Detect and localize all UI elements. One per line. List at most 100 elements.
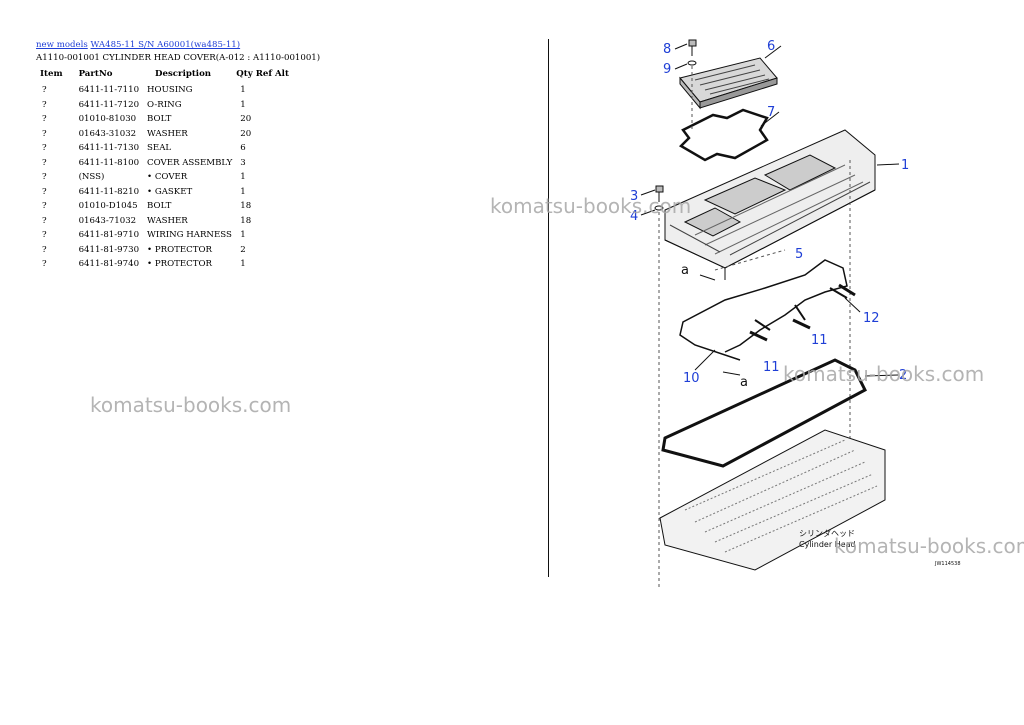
caption-english: Cylinder Head: [799, 540, 856, 549]
o-ring-drawing: [661, 358, 867, 468]
row-qty: 1: [240, 259, 246, 270]
row-description: WASHER: [147, 128, 188, 139]
row-item: ?: [42, 244, 47, 255]
callout-11b: 11: [763, 360, 780, 375]
row-qty: 1: [240, 172, 246, 183]
row-item: ?: [42, 157, 47, 168]
row-partno: (NSS): [78, 172, 105, 183]
row-partno: 01010-D1045: [78, 201, 138, 212]
row-qty: 3: [240, 157, 246, 168]
callout-12: 12: [863, 311, 880, 326]
row-item: ?: [42, 172, 47, 183]
housing-drawing: [664, 129, 876, 280]
watermark-left: komatsu-books.com: [90, 393, 292, 417]
row-qty: 1: [240, 85, 246, 96]
row-item: ?: [42, 230, 47, 241]
row-item: ?: [42, 143, 47, 154]
row-partno: 6411-11-7120: [78, 99, 140, 110]
row-qty: 18: [240, 201, 252, 212]
row-item: ?: [42, 201, 47, 212]
breadcrumb: new models WA485-11 S/N A60001(wa485-11): [36, 40, 536, 51]
parts-list-panel: new models WA485-11 S/N A60001(wa485-11)…: [36, 40, 536, 272]
col-partno: PartNo: [78, 69, 113, 79]
table-row: ? 6411-81-9710 WIRING HARNESS 1: [36, 228, 293, 243]
row-item: ?: [42, 128, 47, 139]
row-description: BOLT: [147, 114, 172, 125]
gasket-outline: [678, 108, 769, 162]
bolt-3-drawing: [654, 185, 664, 211]
table-row: ? (NSS) • COVER 1: [36, 170, 293, 185]
callout-9: 9: [663, 62, 671, 77]
table-row: ? 6411-81-9740 • PROTECTOR 1: [36, 257, 293, 272]
row-partno: 6411-81-9710: [78, 230, 140, 241]
panel-divider: [548, 39, 549, 577]
breadcrumb-link-model[interactable]: WA485-11 S/N A60001(wa485-11): [90, 40, 241, 50]
wiring-harness-drawing: [679, 259, 848, 361]
row-item: ?: [42, 99, 47, 110]
bolt-8-drawing: [687, 39, 697, 66]
row-description: SEAL: [147, 143, 172, 154]
marker-a-top: a: [681, 263, 689, 278]
parts-table: Item PartNo Description Qty Ref Alt ? 641…: [36, 67, 293, 272]
col-ref: Ref: [255, 69, 273, 79]
callout-8: 8: [663, 42, 671, 57]
table-row: ? 01643-31032 WASHER 20: [36, 127, 293, 142]
callout-1: 1: [901, 158, 909, 173]
row-item: ?: [42, 215, 47, 226]
row-partno: 6411-81-9730: [78, 244, 140, 255]
row-qty: 6: [240, 143, 246, 154]
exploded-parts-diagram: 1 2 3 4 5 6 7 8 9 10 11 11 12 a a シリンダヘッ…: [630, 39, 961, 590]
row-qty: 18: [240, 215, 252, 226]
row-description: BOLT: [147, 201, 172, 212]
row-qty: 2: [240, 244, 246, 255]
drawing-number: JW114538: [934, 561, 961, 567]
col-description: Description: [155, 69, 212, 79]
col-item: Item: [40, 69, 63, 79]
cylinder-head-drawing: [659, 429, 886, 571]
row-description: O-RING: [147, 99, 182, 110]
col-alt: Alt: [275, 69, 289, 79]
col-qty: Qty: [236, 69, 253, 79]
callout-7: 7: [767, 105, 775, 120]
callout-2: 2: [899, 368, 907, 383]
row-description: WASHER: [147, 215, 188, 226]
row-description: • PROTECTOR: [147, 244, 212, 255]
marker-a-bottom: a: [740, 375, 748, 390]
callout-6: 6: [767, 39, 775, 54]
row-partno: 01643-31032: [78, 128, 137, 139]
page-title: A1110-001001 CYLINDER HEAD COVER(A-012 :…: [36, 53, 321, 63]
callout-4: 4: [630, 209, 638, 224]
callout-11a: 11: [811, 333, 828, 348]
row-qty: 20: [240, 128, 252, 139]
callout-10: 10: [683, 371, 700, 386]
caption-japanese: シリンダヘッド: [799, 528, 855, 538]
callout-5: 5: [795, 247, 803, 262]
protector-drawing: [749, 283, 856, 342]
table-row: ? 6411-11-7130 SEAL 6: [36, 141, 293, 156]
row-item: ?: [42, 114, 47, 125]
cover-assembly-drawing: [679, 57, 778, 110]
callout-3: 3: [630, 189, 638, 204]
table-row: ? 01643-71032 WASHER 18: [36, 214, 293, 229]
row-qty: 1: [240, 230, 246, 241]
breadcrumb-link-new-models[interactable]: new models: [36, 40, 88, 50]
row-partno: 01010-81030: [78, 114, 137, 125]
table-row: ? 6411-81-9730 • PROTECTOR 2: [36, 243, 293, 258]
row-description: WIRING HARNESS: [147, 230, 232, 241]
row-partno: 6411-11-7130: [78, 143, 140, 154]
row-description: • COVER: [147, 172, 188, 183]
row-item: ?: [42, 85, 47, 96]
table-row: ? 01010-D1045 BOLT 18: [36, 199, 293, 214]
row-partno: 01643-71032: [78, 215, 137, 226]
row-description: • PROTECTOR: [147, 259, 212, 270]
row-partno: 6411-11-8100: [78, 157, 140, 168]
row-item: ?: [42, 259, 47, 270]
row-partno: 6411-11-7110: [78, 85, 140, 96]
row-partno: 6411-81-9740: [78, 259, 140, 270]
row-qty: 1: [240, 99, 246, 110]
row-qty: 1: [240, 186, 246, 197]
row-item: ?: [42, 186, 47, 197]
